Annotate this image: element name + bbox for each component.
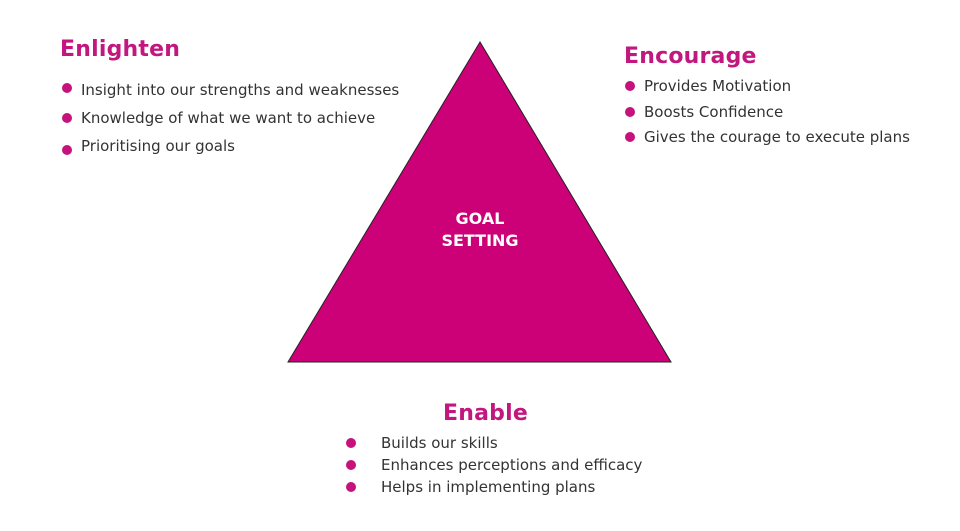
list-item: Insight into our strengths and weaknesse… [62,81,399,99]
bullet-icon [625,81,635,91]
bullet-icon [346,482,356,492]
list-item: Enhances perceptions and efficacy [346,456,642,474]
list-item: Boosts Confidence [625,103,783,121]
list-item: Helps in implementing plans [346,478,595,496]
bullet-icon [625,132,635,142]
enlighten-heading: Enlighten [60,37,181,62]
list-item: Builds our skills [346,434,498,452]
list-item: Gives the courage to execute plans [625,128,910,146]
bullet-icon [346,438,356,448]
bullet-icon [62,145,72,155]
bullet-icon [346,460,356,470]
bullet-icon [62,83,72,93]
list-item: Provides Motivation [625,77,791,95]
label-line-1: GOAL [455,209,505,228]
triangle-label: GOAL SETTING [400,208,560,252]
list-item: Knowledge of what we want to achieve [62,109,375,127]
enable-heading: Enable [443,401,528,426]
label-line-2: SETTING [441,231,519,250]
bullet-icon [625,107,635,117]
bullet-icon [62,113,72,123]
encourage-heading: Encourage [624,44,757,69]
list-item: Prioritising our goals [62,137,235,155]
